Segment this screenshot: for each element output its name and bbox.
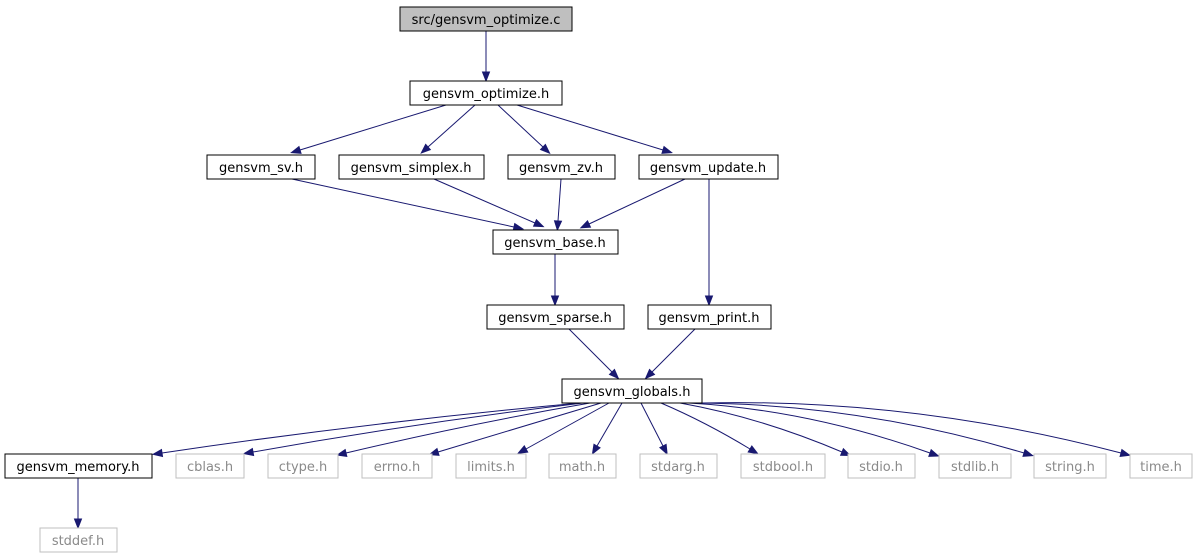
node-label: errno.h bbox=[374, 460, 421, 475]
node-limits-h[interactable]: limits.h bbox=[455, 453, 527, 479]
node-stdlib-h[interactable]: stdlib.h bbox=[938, 453, 1012, 479]
node-gensvm-sparse-h[interactable]: gensvm_sparse.h bbox=[486, 304, 625, 330]
edges-layer bbox=[73, 31, 1132, 530]
node-errno-h[interactable]: errno.h bbox=[361, 453, 433, 479]
edge-globals-h-to-stdbool-h bbox=[660, 402, 759, 455]
node-label: gensvm_zv.h bbox=[519, 161, 603, 176]
node-label: src/gensvm_optimize.c bbox=[412, 13, 561, 28]
node-stdio-h[interactable]: stdio.h bbox=[847, 453, 916, 479]
edge-globals-h-to-limits-h bbox=[516, 402, 610, 455]
node-label: gensvm_update.h bbox=[650, 161, 766, 176]
edge-globals-h-to-cblas-h bbox=[242, 402, 584, 457]
node-label: limits.h bbox=[467, 460, 515, 475]
edge-globals-h-to-ctype-h bbox=[335, 402, 591, 458]
node-gensvm-update-h[interactable]: gensvm_update.h bbox=[638, 154, 779, 180]
node-stdarg-h[interactable]: stdarg.h bbox=[639, 453, 718, 479]
node-label: stdio.h bbox=[859, 460, 903, 475]
edge-globals-h-to-stdarg-h bbox=[640, 402, 668, 456]
node-label: gensvm_base.h bbox=[504, 236, 605, 251]
node-gensvm-base-h[interactable]: gensvm_base.h bbox=[492, 229, 619, 255]
node-label: gensvm_simplex.h bbox=[351, 161, 472, 176]
edge-base-h-to-sparse-h bbox=[550, 254, 560, 307]
node-stddef-h[interactable]: stddef.h bbox=[39, 527, 118, 553]
edge-globals-h-to-memory-h bbox=[151, 402, 581, 458]
node-label: string.h bbox=[1045, 460, 1095, 475]
edge-globals-h-to-time-h bbox=[701, 402, 1132, 457]
edge-sparse-h-to-globals-h bbox=[568, 328, 620, 380]
node-label: gensvm_memory.h bbox=[17, 460, 140, 475]
node-label: cblas.h bbox=[187, 460, 233, 475]
edge-zv-h-to-base-h bbox=[553, 178, 563, 232]
node-label: gensvm_sparse.h bbox=[498, 311, 612, 326]
edge-globals-h-to-errno-h bbox=[428, 402, 602, 456]
edge-globals-h-to-stdlib-h bbox=[688, 402, 940, 457]
node-string-h[interactable]: string.h bbox=[1033, 453, 1107, 479]
edge-simplex-h-to-base-h bbox=[433, 178, 545, 228]
node-label: gensvm_sv.h bbox=[219, 161, 303, 176]
node-gensvm-print-h[interactable]: gensvm_print.h bbox=[647, 304, 772, 330]
node-label: gensvm_optimize.h bbox=[423, 87, 550, 102]
node-src-gensvm-optimize-c[interactable]: src/gensvm_optimize.c bbox=[399, 6, 573, 32]
node-label: gensvm_globals.h bbox=[574, 385, 691, 400]
node-gensvm-zv-h[interactable]: gensvm_zv.h bbox=[507, 154, 616, 180]
node-label: ctype.h bbox=[279, 460, 328, 475]
edge-optimize-h-to-sv-h bbox=[290, 104, 447, 154]
edge-print-h-to-globals-h bbox=[644, 328, 696, 380]
node-label: gensvm_print.h bbox=[658, 311, 759, 326]
node-gensvm-memory-h[interactable]: gensvm_memory.h bbox=[4, 453, 153, 479]
node-stdbool-h[interactable]: stdbool.h bbox=[740, 453, 826, 479]
node-label: stdarg.h bbox=[651, 460, 705, 475]
node-time-h[interactable]: time.h bbox=[1129, 453, 1193, 479]
node-ctype-h[interactable]: ctype.h bbox=[267, 453, 339, 479]
node-gensvm-globals-h[interactable]: gensvm_globals.h bbox=[561, 378, 703, 404]
edge-optimize-h-to-update-h bbox=[516, 104, 673, 154]
edge-optimize-h-to-simplex-h bbox=[420, 104, 476, 154]
edge-globals-h-to-string-h bbox=[695, 402, 1034, 457]
node-gensvm-simplex-h[interactable]: gensvm_simplex.h bbox=[338, 154, 485, 180]
edge-memory-h-to-stddef-h bbox=[73, 477, 83, 530]
node-math-h[interactable]: math.h bbox=[548, 453, 617, 479]
edge-sv-h-to-base-h bbox=[291, 178, 525, 232]
node-label: math.h bbox=[559, 460, 605, 475]
node-gensvm-sv-h[interactable]: gensvm_sv.h bbox=[206, 154, 316, 180]
edge-update-h-to-base-h bbox=[579, 178, 686, 229]
node-gensvm-optimize-h[interactable]: gensvm_optimize.h bbox=[409, 80, 563, 106]
node-label: stdlib.h bbox=[951, 460, 999, 475]
edge-update-h-to-print-h bbox=[704, 179, 714, 307]
edge-root-to-optimize-h bbox=[481, 31, 491, 83]
node-label: stddef.h bbox=[52, 534, 104, 549]
edge-optimize-h-to-zv-h bbox=[497, 104, 551, 155]
edge-globals-h-to-math-h bbox=[591, 402, 623, 455]
node-label: stdbool.h bbox=[753, 460, 813, 475]
node-label: time.h bbox=[1140, 460, 1182, 475]
node-cblas-h[interactable]: cblas.h bbox=[175, 453, 245, 479]
